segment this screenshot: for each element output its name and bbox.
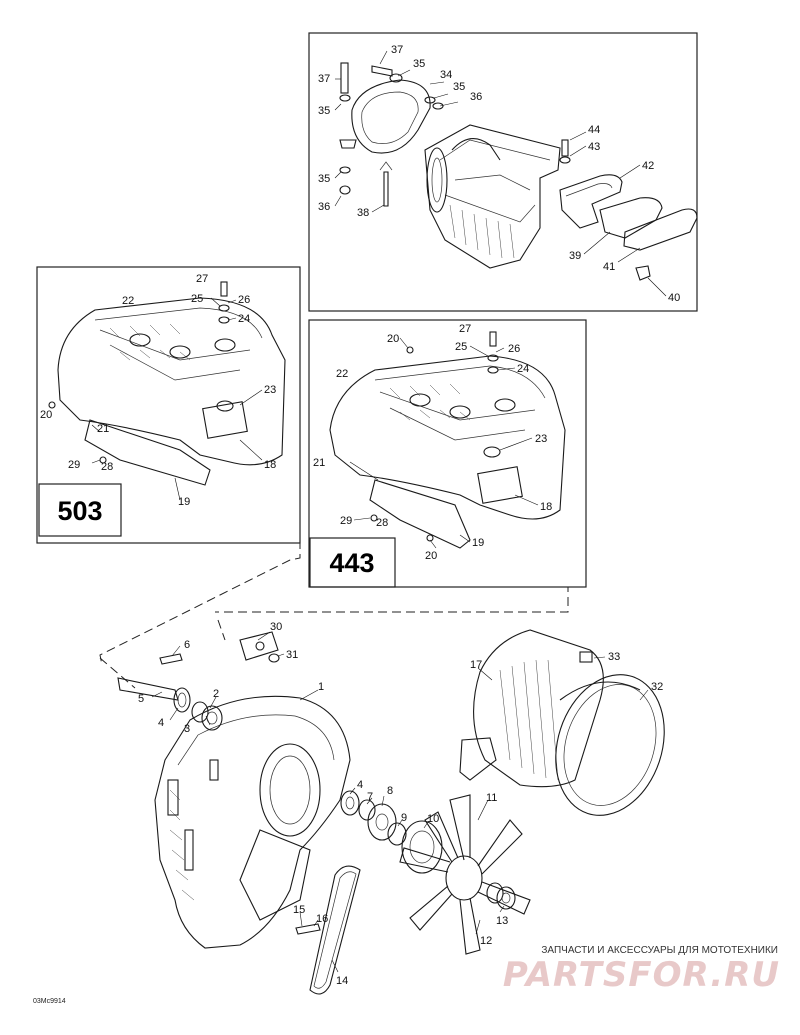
callout-16: 16 <box>316 913 328 925</box>
callout-25: 25 <box>191 293 203 305</box>
callout-4: 4 <box>158 717 164 729</box>
callout-34: 34 <box>440 69 452 81</box>
callout-36: 36 <box>318 201 330 213</box>
fan-housing-assembly <box>117 629 665 995</box>
callout-12: 12 <box>480 935 492 947</box>
callout-18: 18 <box>264 459 276 471</box>
callout-29: 29 <box>68 459 80 471</box>
callout-28: 28 <box>101 461 113 473</box>
callout-19: 19 <box>472 537 484 549</box>
callout-36: 36 <box>470 91 482 103</box>
callout-32: 32 <box>651 681 663 693</box>
callout-2: 2 <box>213 688 219 700</box>
callout-41: 41 <box>603 261 615 273</box>
callout-18: 18 <box>540 501 552 513</box>
callout-35: 35 <box>413 58 425 70</box>
callout-40: 40 <box>668 292 680 304</box>
callout-29: 29 <box>340 515 352 527</box>
callout-39: 39 <box>569 250 581 262</box>
callout-27: 27 <box>459 323 471 335</box>
callout-26: 26 <box>508 343 520 355</box>
callout-7: 7 <box>367 791 373 803</box>
callout-43: 43 <box>588 141 600 153</box>
callout-15: 15 <box>293 904 305 916</box>
callout-38: 38 <box>357 207 369 219</box>
callout-8: 8 <box>387 785 393 797</box>
watermark-shop-text: ЗАПЧАСТИ И АКСЕССУАРЫ ДЛЯ МОТОТЕХНИКИ <box>541 945 778 956</box>
connector-503-to-housing <box>99 470 301 666</box>
callout-14: 14 <box>336 975 348 987</box>
callout-24: 24 <box>238 313 250 325</box>
callout-22: 22 <box>336 368 348 380</box>
callout-44: 44 <box>588 124 600 136</box>
intake-silencer-panel <box>308 32 698 312</box>
callout-33: 33 <box>608 651 620 663</box>
callout-19: 19 <box>178 496 190 508</box>
callout-20: 20 <box>40 409 52 421</box>
callout-5: 5 <box>138 693 144 705</box>
callout-35: 35 <box>318 105 330 117</box>
callout-9: 9 <box>401 812 407 824</box>
callout-13: 13 <box>496 915 508 927</box>
callout-labels: 37 37 35 35 35 35 34 36 36 38 44 43 42 3… <box>40 44 680 987</box>
callout-24: 24 <box>517 363 529 375</box>
callout-37: 37 <box>391 44 403 56</box>
drawing-code: 03Mc9914 <box>33 998 66 1005</box>
callout-22: 22 <box>122 295 134 307</box>
callout-20: 20 <box>425 550 437 562</box>
connector-housing-subparts <box>99 619 226 689</box>
fan-blade-set <box>399 794 531 955</box>
callout-25: 25 <box>455 341 467 353</box>
callout-1: 1 <box>318 681 324 693</box>
callout-6: 6 <box>184 639 190 651</box>
callout-17: 17 <box>470 659 482 671</box>
model-443-label: 443 <box>329 548 374 578</box>
callout-10: 10 <box>427 813 439 825</box>
callout-27: 27 <box>196 273 208 285</box>
callout-31: 31 <box>286 649 298 661</box>
callout-30: 30 <box>270 621 282 633</box>
callout-37: 37 <box>318 73 330 85</box>
callout-3: 3 <box>184 723 190 735</box>
callout-42: 42 <box>642 160 654 172</box>
callout-23: 23 <box>264 384 276 396</box>
callout-26: 26 <box>238 294 250 306</box>
connector-443-to-housing <box>215 586 586 613</box>
model-503-label: 503 <box>57 496 102 526</box>
callout-21: 21 <box>313 457 325 469</box>
callout-23: 23 <box>535 433 547 445</box>
model-443-cowl-panel <box>308 319 587 588</box>
callout-4: 4 <box>357 779 363 791</box>
callout-21: 21 <box>97 423 109 435</box>
model-503-cowl-panel <box>36 266 301 544</box>
callout-11: 11 <box>486 792 497 804</box>
callout-35: 35 <box>453 81 465 93</box>
callout-20: 20 <box>387 333 399 345</box>
watermark-brand: PARTSFOR.RU <box>503 955 780 995</box>
callout-28: 28 <box>376 517 388 529</box>
callout-35: 35 <box>318 173 330 185</box>
